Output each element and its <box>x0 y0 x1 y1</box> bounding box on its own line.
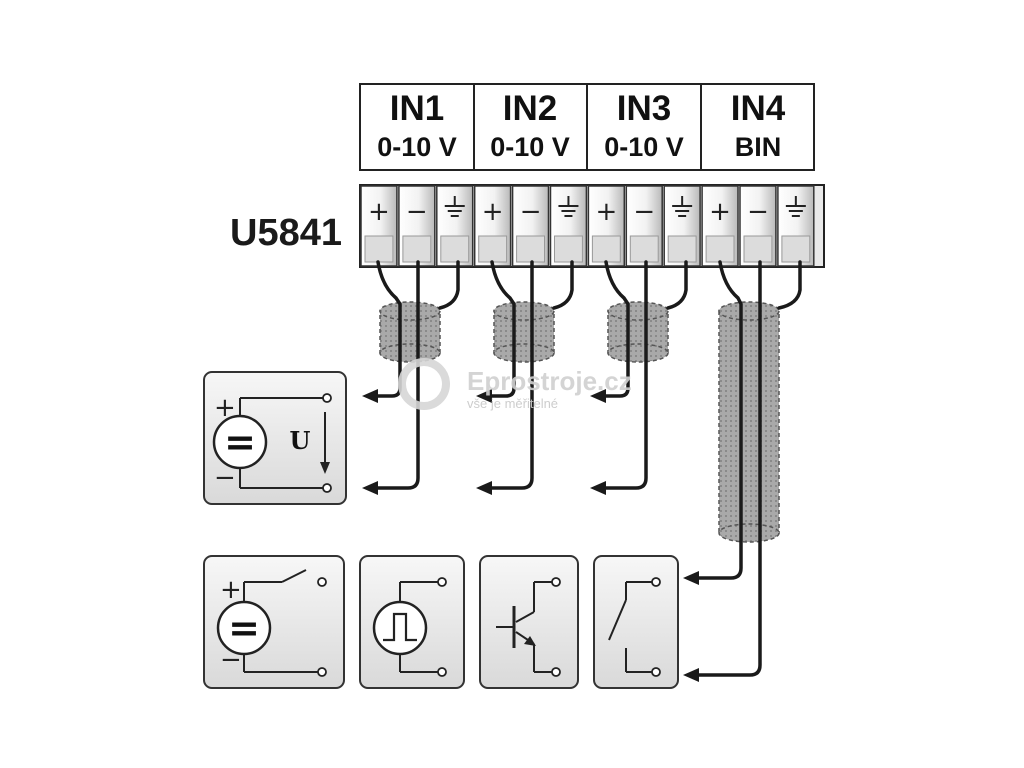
arrow-in2-minus <box>476 481 492 495</box>
voltage-source-minus: − <box>214 463 236 493</box>
wire-in2-ground <box>552 260 574 310</box>
wire-in1-minus <box>374 260 420 490</box>
channel-headers: IN1 0-10 V IN2 0-10 V IN3 0-10 V IN4 BIN <box>359 83 815 171</box>
wires <box>374 260 802 677</box>
terminal-plus-label: + <box>482 197 504 227</box>
shield-in4 <box>718 301 780 543</box>
contact-source-plus: + <box>220 575 242 605</box>
terminal-in1-minus: − <box>398 185 436 267</box>
arrow-in2-plus <box>476 389 492 403</box>
relay-dot-top <box>651 577 661 587</box>
contact-source-equals: = <box>228 606 260 650</box>
cable-shields <box>379 301 780 543</box>
switch-dot-top <box>317 577 327 587</box>
pulse-source-box <box>359 555 465 689</box>
terminal-in4-plus: + <box>701 185 739 267</box>
terminal-dot-top <box>322 393 332 403</box>
terminal-in2-ground <box>549 185 588 267</box>
voltage-source-plus: + <box>214 393 236 423</box>
wire-in1-plus <box>374 260 402 398</box>
terminals: +−+−+−+− <box>360 185 815 267</box>
in1-name: IN1 <box>390 89 444 128</box>
pulse-dot-top <box>437 577 447 587</box>
transistor-dot-top <box>551 577 561 587</box>
dc-source-icon-2 <box>216 600 272 656</box>
ground-icon <box>558 196 579 217</box>
watermark-slogan: vše je měřitelné <box>467 396 558 411</box>
switch-dot-bottom <box>317 667 327 677</box>
contact-source-minus: − <box>220 645 242 675</box>
dc-source-icon <box>212 414 268 470</box>
in2-range: 0-10 V <box>490 132 570 162</box>
arrow-in1-plus <box>362 389 378 403</box>
voltage-label: U <box>290 426 311 455</box>
transistor-box <box>479 555 579 689</box>
terminal-plus-label: + <box>709 197 731 227</box>
wire-in4-ground <box>777 260 802 310</box>
wire-in3-minus <box>602 260 648 490</box>
voltage-source-box: = + − U <box>203 371 347 505</box>
terminal-in1-plus: + <box>360 185 398 267</box>
pulse-generator-icon <box>372 600 428 656</box>
terminal-plus-label: + <box>368 197 390 227</box>
wire-in3-ground <box>666 260 688 310</box>
terminal-minus-label: − <box>747 197 769 227</box>
watermark: Eprostroje.cz vše je měřitelné <box>398 358 632 411</box>
terminal-in4-minus: − <box>739 185 777 267</box>
terminal-minus-label: − <box>520 197 542 227</box>
model-label: U5841 <box>230 212 342 254</box>
pulse-waveform-icon <box>383 612 417 642</box>
wire-arrows <box>362 389 699 682</box>
shield-in2 <box>493 301 555 363</box>
terminal-in2-minus: − <box>511 185 550 267</box>
relay-contact-box <box>593 555 679 689</box>
ground-icon <box>444 196 465 217</box>
terminal-minus-label: − <box>633 197 655 227</box>
in4-range: BIN <box>735 132 782 162</box>
arrow-in4-minus <box>683 668 699 682</box>
terminal-in3-plus: + <box>587 185 626 267</box>
wire-in2-minus <box>488 260 534 490</box>
wire-in3-plus <box>602 260 630 398</box>
terminal-minus-label: − <box>406 197 428 227</box>
terminal-in3-minus: − <box>625 185 663 267</box>
arrow-in1-minus <box>362 481 378 495</box>
terminal-plus-label: + <box>596 197 618 227</box>
watermark-logo-icon <box>398 358 450 410</box>
relay-switch-icon <box>608 599 627 641</box>
arrow-in4-plus <box>683 571 699 585</box>
terminal-in4-ground <box>777 185 815 267</box>
terminal-block: +−+−+−+− <box>359 184 825 268</box>
terminal-in3-ground <box>663 185 701 267</box>
in3-name: IN3 <box>617 89 671 128</box>
transistor-emitter-arrow-icon <box>524 636 536 646</box>
dc-source-equals: = <box>224 420 256 464</box>
arrow-in3-minus <box>590 481 606 495</box>
shield-in3 <box>607 301 669 363</box>
contact-source-box: = + − <box>203 555 345 689</box>
terminal-in1-ground <box>436 185 474 267</box>
relay-dot-bottom <box>651 667 661 677</box>
in3-range: 0-10 V <box>604 132 684 162</box>
in4-name: IN4 <box>731 89 786 128</box>
in1-range: 0-10 V <box>377 132 457 162</box>
in2-name: IN2 <box>503 89 557 128</box>
terminal-in2-plus: + <box>473 185 512 267</box>
terminal-dot-bottom <box>322 483 332 493</box>
wire-in4-minus <box>695 260 762 677</box>
pulse-dot-bottom <box>437 667 447 677</box>
ground-icon <box>785 196 806 217</box>
ground-icon <box>672 196 693 217</box>
wire-in1-ground <box>438 260 460 310</box>
shield-in1 <box>379 301 441 363</box>
wire-in2-plus <box>488 260 516 398</box>
arrow-in3-plus <box>590 389 606 403</box>
wire-in4-plus <box>695 260 743 580</box>
watermark-brand: Eprostroje.cz <box>467 366 632 396</box>
transistor-dot-bottom <box>551 667 561 677</box>
